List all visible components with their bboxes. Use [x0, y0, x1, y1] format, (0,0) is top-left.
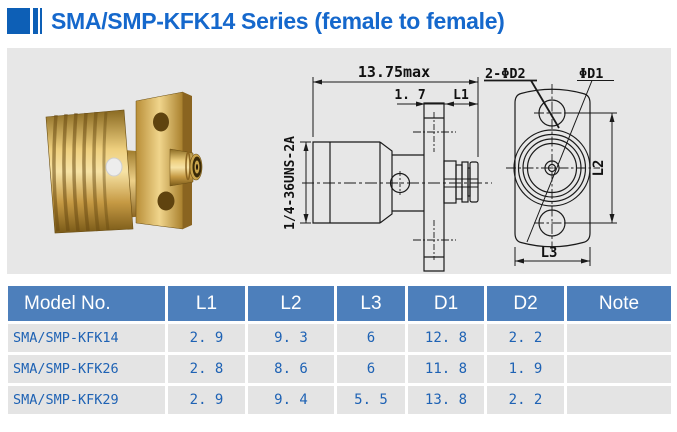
- blue-bar-icon: [33, 8, 38, 34]
- header-cell-l2: L2: [248, 286, 334, 321]
- dim-label-overall: 13.75max: [358, 63, 430, 81]
- dim-label-flange-thickness: 1. 7: [394, 88, 425, 103]
- front-view-drawing: [484, 79, 617, 266]
- hole-diameter-label: 2-ΦD2: [485, 66, 526, 82]
- header-cell-l3: L3: [337, 286, 405, 321]
- dim-l1-line: [397, 101, 478, 107]
- value-cell-l1: 2. 9: [168, 324, 245, 352]
- value-cell-l3: 6: [337, 324, 405, 352]
- technical-drawing: 13.75max 1. 7 L1 1/4-36UNS-2A 2-ΦD2: [45, 63, 617, 272]
- value-cell-d2: 2. 2: [487, 386, 564, 414]
- model-cell: SMA/SMP-KFK26: [8, 355, 165, 383]
- value-cell-l2: 9. 4: [248, 386, 334, 414]
- dim-l3-line: [514, 247, 591, 266]
- dim-label-l2: L2: [591, 160, 607, 177]
- header-cell-d2: D2: [487, 286, 564, 321]
- header-cell-l1: L1: [168, 286, 245, 321]
- mounting-hole-top: [153, 112, 169, 132]
- value-cell-d1: 13. 8: [408, 386, 484, 414]
- header-cell-note: Note: [567, 286, 671, 321]
- thread-spec-label: 1/4-36UNS-2A: [283, 136, 298, 230]
- note-cell: [567, 386, 671, 414]
- drawing-panel: 13.75max 1. 7 L1 1/4-36UNS-2A 2-ΦD2: [7, 48, 671, 274]
- model-cell: SMA/SMP-KFK29: [8, 386, 165, 414]
- note-cell: [567, 355, 671, 383]
- value-cell-l3: 6: [337, 355, 405, 383]
- dim-thread-line: [300, 141, 311, 224]
- header-cell-model: Model No.: [8, 286, 165, 321]
- value-cell-d1: 12. 8: [408, 324, 484, 352]
- dim-overall: [312, 77, 479, 157]
- dim-l2-line: [566, 112, 617, 224]
- spec-table: Model No. L1 L2 L3 D1 D2 Note SMA/SMP-KF…: [8, 286, 671, 414]
- mounting-hole-bottom: [157, 191, 175, 211]
- side-view-drawing: [300, 77, 492, 272]
- connector-flange: [135, 91, 192, 230]
- header-cell-d1: D1: [408, 286, 484, 321]
- solder-hole-dot: [105, 157, 123, 177]
- page-title: SMA/SMP-KFK14 Series (female to female): [51, 7, 505, 34]
- blue-bar-thin-icon: [40, 8, 42, 34]
- product-photo: [45, 91, 203, 234]
- pin-leader-line: [526, 80, 614, 243]
- dim-label-l3: L3: [541, 245, 558, 261]
- value-cell-l3: 5. 5: [337, 386, 405, 414]
- value-cell-l1: 2. 9: [168, 386, 245, 414]
- value-cell-d2: 1. 9: [487, 355, 564, 383]
- value-cell-l2: 9. 3: [248, 324, 334, 352]
- value-cell-d2: 2. 2: [487, 324, 564, 352]
- note-cell: [567, 324, 671, 352]
- value-cell-l1: 2. 8: [168, 355, 245, 383]
- pin-diameter-label: ΦD1: [579, 66, 603, 82]
- blue-square-icon: [7, 8, 30, 34]
- title-bar: SMA/SMP-KFK14 Series (female to female): [7, 6, 505, 36]
- connector-nut: [45, 109, 134, 234]
- connector-smp-tip: [169, 148, 203, 187]
- model-cell: SMA/SMP-KFK14: [8, 324, 165, 352]
- dim-label-l1: L1: [453, 88, 469, 103]
- value-cell-d1: 11. 8: [408, 355, 484, 383]
- value-cell-l2: 8. 6: [248, 355, 334, 383]
- hole-leader-line: [484, 79, 560, 129]
- title-bullet-icon: [7, 8, 42, 34]
